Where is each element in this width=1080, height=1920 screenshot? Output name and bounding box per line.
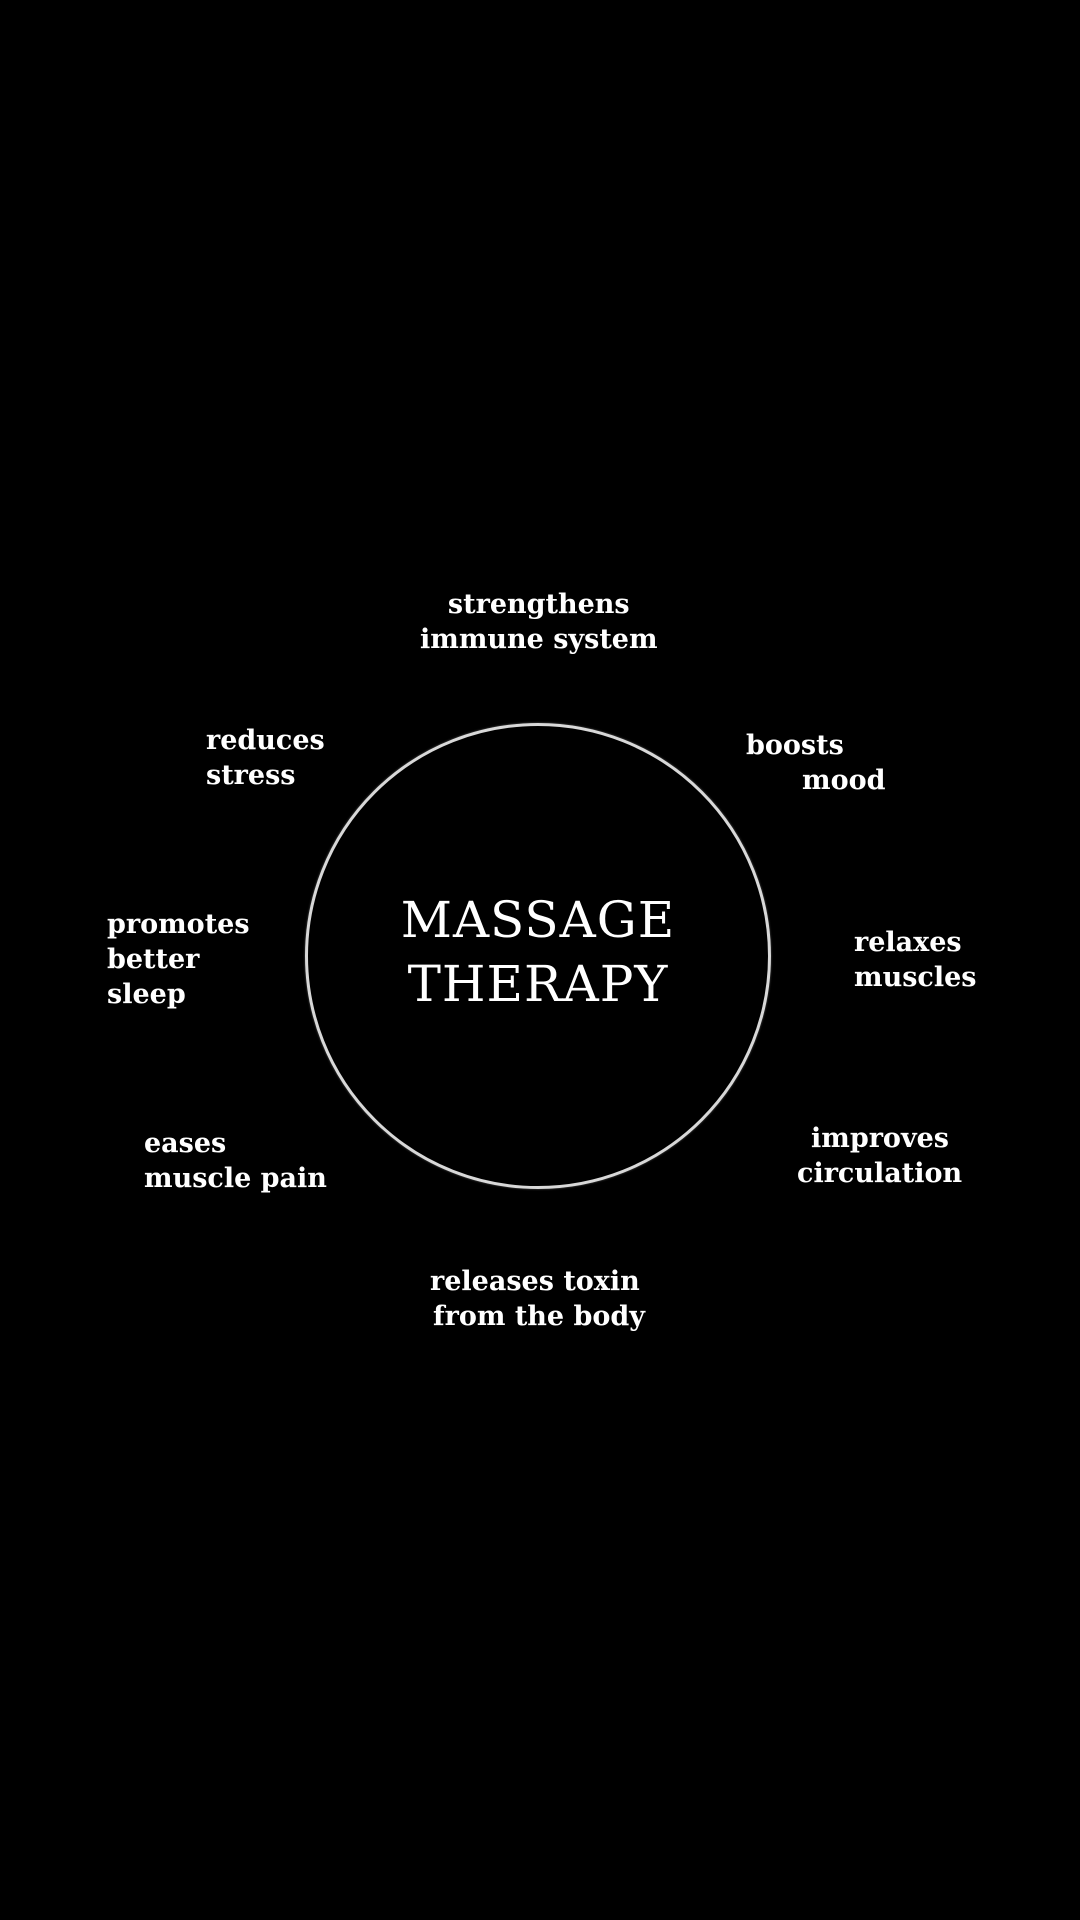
- benefit-muscles: relaxes muscles: [854, 925, 976, 995]
- center-title-line-2: THERAPY: [407, 955, 669, 1013]
- benefit-mood: boosts mood: [746, 728, 885, 798]
- center-title-line-1: MASSAGE: [400, 891, 676, 949]
- benefit-circulation: improves circulation: [797, 1121, 962, 1191]
- center-circle: [305, 723, 771, 1189]
- benefit-toxin: releases toxin from the body: [430, 1264, 645, 1334]
- benefit-toxin-line-2: from the body: [433, 1301, 645, 1332]
- benefit-sleep-line-2: better: [107, 944, 200, 975]
- benefit-muscles-line-1: relaxes: [854, 927, 962, 958]
- benefit-immune-line-1: strengthens: [447, 589, 630, 620]
- benefit-muscles-line-2: muscles: [854, 962, 977, 993]
- benefit-stress: reduces stress: [206, 723, 325, 793]
- benefit-sleep: promotes better sleep: [107, 907, 250, 1012]
- benefit-mood-line-2: mood: [802, 765, 886, 796]
- benefit-stress-line-2: stress: [206, 760, 296, 791]
- benefit-mood-line-1: boosts: [746, 730, 844, 761]
- benefit-muscle-pain: eases muscle pain: [144, 1126, 327, 1196]
- benefit-pain-line-2: muscle pain: [144, 1163, 327, 1194]
- center-title: MASSAGE THERAPY: [305, 888, 771, 1016]
- benefit-stress-line-1: reduces: [206, 725, 325, 756]
- benefit-immune-system: strengthens immune system: [420, 587, 658, 657]
- benefit-immune-line-2: immune system: [420, 624, 658, 655]
- benefit-sleep-line-1: promotes: [107, 909, 250, 940]
- benefit-circulation-line-2: circulation: [797, 1158, 963, 1189]
- benefit-sleep-line-3: sleep: [107, 979, 186, 1010]
- benefit-pain-line-1: eases: [144, 1128, 227, 1159]
- benefit-circulation-line-1: improves: [811, 1123, 950, 1154]
- benefit-toxin-line-1: releases toxin: [430, 1266, 640, 1297]
